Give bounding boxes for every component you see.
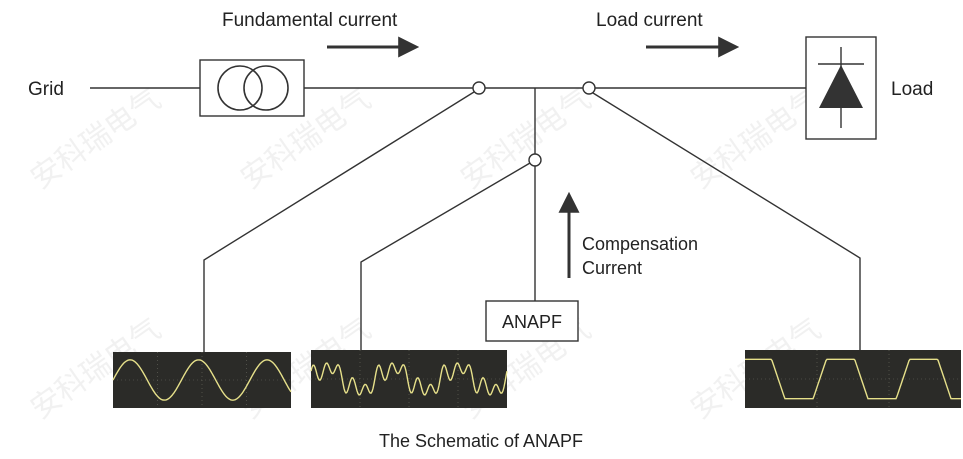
- current-arrows: [327, 36, 740, 278]
- load-current-label: Load current: [596, 10, 703, 31]
- probe-line-compensation: [360, 162, 531, 352]
- scope-fundamental: [112, 352, 292, 408]
- probe-line-load: [592, 92, 861, 350]
- diode-icon: [805, 36, 877, 140]
- fundamental-current-label: Fundamental current: [222, 10, 398, 31]
- junction-load: [582, 81, 596, 95]
- caption: The Schematic of ANAPF: [379, 431, 583, 451]
- distorted-waveform: [310, 362, 508, 396]
- junction-compensation: [528, 153, 542, 167]
- probe-line-grid: [203, 91, 475, 352]
- load-label: Load: [891, 79, 933, 100]
- sine-waveform: [112, 359, 292, 401]
- scope-load: [745, 350, 961, 408]
- anapf-label: ANAPF: [502, 312, 562, 332]
- grid-label: Grid: [28, 79, 64, 100]
- anapf-box: ANAPF: [485, 300, 579, 342]
- wiring: [90, 87, 861, 352]
- watermark-text: 安科瑞电气: [455, 82, 598, 197]
- scope-compensation: [310, 350, 508, 408]
- compensation-label-line1: Compensation: [582, 234, 698, 254]
- transformer-icon: [199, 59, 305, 117]
- junction-grid: [472, 81, 486, 95]
- trapezoidal-waveform: [745, 358, 961, 400]
- junctions: [472, 81, 596, 167]
- compensation-label-line2: Current: [582, 258, 642, 278]
